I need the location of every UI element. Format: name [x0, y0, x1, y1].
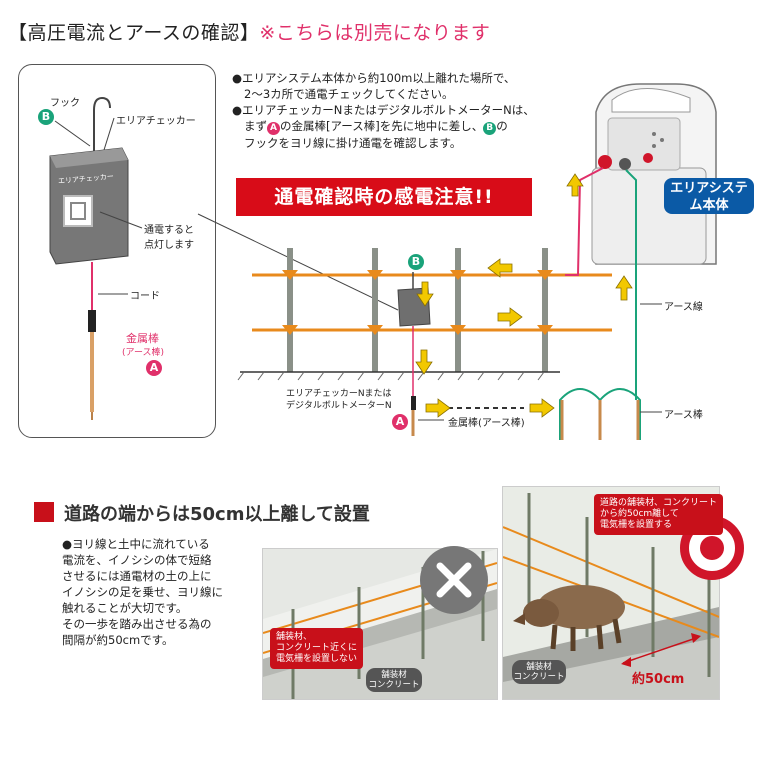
bad-callout-line-3: 電気柵を設置しない [276, 654, 358, 664]
cross-icon [436, 562, 472, 598]
note-line-4-post: の [496, 119, 508, 133]
earth-rod-label: アース棒 [664, 410, 703, 421]
arrow-down-icon-2 [415, 349, 433, 375]
para-line-3: させるには通電材の土の上に [62, 569, 212, 583]
note-line-2: 2〜3カ所で通電チェックしてください。 [244, 87, 454, 101]
good-callout-line-3: 電気柵を設置する [600, 520, 673, 530]
section-marker [34, 502, 54, 522]
bad-tag-line-2: コンクリート [368, 680, 420, 690]
title-main: 【高圧電流とアースの確認】 [8, 22, 260, 44]
arrow-right-icon [497, 307, 523, 327]
bad-tag: 舗装材 コンクリート [366, 668, 422, 692]
arrow-up-icon-2 [566, 173, 584, 197]
arrow-left-icon [487, 258, 513, 278]
rod-sub-label: (アース棒) [122, 348, 165, 358]
device-label: エリアシステム本体 [664, 178, 754, 214]
good-callout-line-1: 道路の舗装材、コンクリート [600, 498, 718, 508]
page-title: 【高圧電流とアースの確認】※こちらは別売になります [8, 18, 490, 45]
lamp-label-1: 通電すると [144, 225, 194, 236]
boar-icon [513, 585, 625, 651]
section-paragraph: ●ヨリ線と土中に流れている 電流を、イノシシの体で短絡 させるには通電材の土の上… [62, 536, 242, 648]
lead-wire [565, 167, 604, 276]
diagram-marker-b: B [408, 254, 424, 270]
warning-banner: 通電確認時の感電注意!! [236, 178, 532, 216]
para-line-5: 触れることが大切です。 [62, 601, 188, 615]
arrow-right-icon-2 [425, 398, 451, 418]
rod-marker-a: A [146, 360, 162, 376]
arrow-up-icon [615, 275, 633, 301]
good-callout: 道路の舗装材、コンクリート から約50cm離して 電気柵を設置する [594, 494, 724, 535]
title-note: ※こちらは別売になります [259, 22, 491, 44]
rod-caption: 金属棒(アース棒) [448, 418, 525, 429]
hook-marker-b: B [38, 109, 54, 125]
checker-caption-2: デジタルボルトメーターN [286, 401, 392, 411]
lamp-label-2: 点灯します [144, 240, 194, 251]
notes-block: ●エリアシステム本体から約100m以上離れた場所で、 2〜3カ所で通電チェックし… [232, 70, 535, 151]
note-marker-a: A [267, 122, 280, 135]
para-line-1: ●ヨリ線と土中に流れている [62, 537, 210, 551]
rod-label: 金属棒 [126, 332, 159, 345]
cord-label: コード [130, 291, 160, 302]
note-line-1: ●エリアシステム本体から約100m以上離れた場所で、 [232, 71, 516, 85]
fence-posts [287, 248, 548, 372]
arrow-right-icon-3 [529, 398, 555, 418]
para-line-7: 間隔が約50cmです。 [62, 633, 174, 647]
good-tag: 舗装材 コンクリート [512, 660, 566, 684]
lamp-window-icon [63, 195, 93, 227]
checker-caption-1: エリアチェッカーNまたは [286, 389, 392, 399]
ok-mark-center [700, 536, 724, 560]
bad-callout-line-1: 舗装材、 [276, 632, 313, 642]
earth-wire [625, 169, 637, 400]
bad-callout-line-2: コンクリート近くに [276, 643, 358, 653]
arrow-down-icon [416, 281, 434, 307]
checker-label: エリアチェッカー [116, 116, 196, 127]
note-line-3: ●エリアチェッカーNまたはデジタルボルトメーターNは、 [232, 103, 535, 117]
note-line-4-pre: まず [244, 119, 267, 133]
note-line-4-mid: の金属棒[アース棒]を先に地中に差し、 [280, 119, 484, 133]
earth-terminal-icon [619, 158, 631, 170]
section-heading: 道路の端からは50cm以上離して設置 [64, 504, 370, 525]
hook-label: フック [50, 98, 80, 109]
output-terminal-icon [598, 155, 612, 169]
para-line-4: イノシシの足を乗せ、ヨリ線に [62, 585, 223, 599]
good-tag-line-2: コンクリート [513, 672, 565, 682]
distance-label: 約50cm [632, 672, 685, 687]
para-line-2: 電流を、イノシシの体で短絡 [62, 553, 212, 567]
hook-icon [93, 96, 111, 152]
note-marker-b: B [483, 122, 497, 135]
bad-callout: 舗装材、 コンクリート近くに 電気柵を設置しない [270, 628, 364, 669]
bad-tag-line-1: 舗装材 [381, 670, 407, 680]
earth-wire-label: アース線 [664, 302, 703, 313]
current-arrows [415, 173, 633, 418]
good-tag-line-1: 舗装材 [526, 662, 552, 672]
good-callout-line-2: から約50cm離して [600, 509, 679, 519]
rod-clip-icon [88, 310, 96, 332]
note-line-5: フックをヨリ線に掛け通電を確認します。 [244, 136, 462, 150]
para-line-6: その一歩を踏み出させる為の [62, 617, 212, 631]
diagram-marker-a: A [392, 414, 408, 430]
